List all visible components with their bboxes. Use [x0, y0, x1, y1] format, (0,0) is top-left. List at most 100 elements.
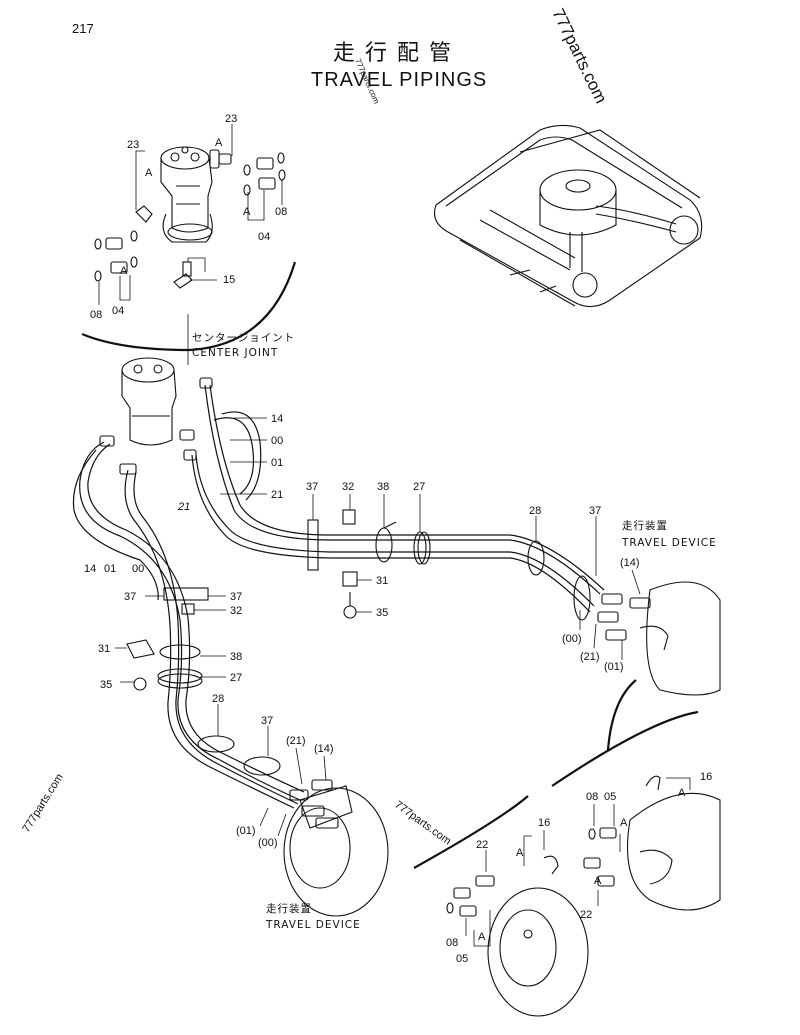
- detail-bracket-line: [81, 261, 297, 352]
- watermark-bottom-center: 777parts.com: [392, 799, 453, 848]
- bolt-35-top: [343, 592, 357, 619]
- callout-main-37-left-b: 37: [230, 591, 242, 603]
- callout-detail-04-right: 04: [258, 231, 270, 243]
- callout-main-35-left: 35: [100, 679, 112, 691]
- undercarriage-overview: [433, 124, 703, 308]
- callout-detail-04-left: 04: [112, 305, 124, 317]
- callout-detail-a-bottom: A: [120, 265, 128, 277]
- callout-main-14-top: 14: [271, 413, 283, 425]
- callout-main-37-left-a: 37: [124, 591, 136, 603]
- callout-main-38-left: 38: [230, 651, 242, 663]
- callout-right-01: (01): [604, 661, 624, 673]
- callout-detail-a-left: A: [145, 167, 153, 179]
- callout-main-28-right: 28: [529, 505, 541, 517]
- plate-31-left: [126, 639, 155, 659]
- callout-main-37-top: 37: [306, 481, 318, 493]
- callout-main-31-top: 31: [376, 575, 388, 587]
- callout-inset-bottom-a: A: [516, 847, 524, 859]
- clamp-28-left: [197, 735, 235, 753]
- main-piping-assembly: 14 00 01 21 21 14 01 00 37 32 38 27 31 3…: [72, 357, 721, 917]
- adapter-04-right: [243, 152, 286, 196]
- page-title-en: TRAVEL PIPINGS: [311, 69, 487, 91]
- callout-inset-bottom-a-low: A: [478, 931, 486, 943]
- page-title-jp: 走行配管: [333, 41, 461, 66]
- travel-device-bottom-caption-jp: 走行装置: [266, 902, 312, 915]
- callout-main-27-left: 27: [230, 672, 242, 684]
- callout-detail-23-left: 23: [127, 139, 139, 151]
- callout-inset-right-16: 16: [700, 771, 712, 783]
- callout-main-27-top: 27: [413, 481, 425, 493]
- center-joint-caption-jp: センタージョイント: [192, 332, 295, 344]
- clamp-37-bottom: [243, 756, 281, 776]
- clamp-38-left: [159, 644, 201, 660]
- center-joint-detail: 23 23 A A 08 04 A 15 08 04 A: [81, 113, 297, 352]
- bolt-35-left: [133, 677, 147, 691]
- callout-inset-bottom-22: 22: [476, 839, 488, 851]
- inset-bottom-bracket: [413, 795, 529, 869]
- callout-bottom-00: (00): [258, 837, 278, 849]
- watermark-left: 777parts.com: [20, 772, 65, 835]
- callout-inset-right-22: 22: [580, 909, 592, 921]
- clamp-27-left: [157, 668, 203, 689]
- travel-device-bottom-caption-en: TRAVEL DEVICE: [265, 919, 361, 931]
- callout-detail-08-right: 08: [275, 206, 287, 218]
- callout-detail-a-top: A: [215, 137, 223, 149]
- callout-detail-23-top: 23: [225, 113, 237, 125]
- callout-main-14-left: 14: [84, 563, 96, 575]
- callout-main-35-top: 35: [376, 607, 388, 619]
- clamp-37-left: [163, 587, 209, 601]
- callout-main-28-left: 28: [212, 693, 224, 705]
- inset-right-detail: 16 A 08 05 A A 22: [551, 679, 721, 921]
- clamp-37-right: [573, 575, 591, 621]
- callout-bottom-21: (21): [286, 735, 306, 747]
- callout-detail-15: 15: [223, 274, 235, 286]
- travel-device-bottom: [283, 779, 389, 917]
- watermark-top-right: 777parts.com: [548, 5, 610, 106]
- callout-inset-bottom-16: 16: [538, 817, 550, 829]
- fitting-23-left: [135, 205, 153, 223]
- travel-device-right-caption-en: TRAVEL DEVICE: [621, 537, 717, 549]
- callout-main-31-left: 31: [98, 643, 110, 655]
- nut-32-left: [181, 603, 195, 615]
- callout-bottom-14: (14): [314, 743, 334, 755]
- callout-main-00-top: 00: [271, 435, 283, 447]
- plate-31-top: [342, 571, 358, 587]
- callout-right-21: (21): [580, 651, 600, 663]
- travel-device-right-caption-jp: 走行装置: [622, 519, 668, 532]
- callout-main-32-left: 32: [230, 605, 242, 617]
- callout-right-00: (00): [562, 633, 582, 645]
- callout-detail-a-right: A: [243, 206, 251, 218]
- adapter-04-left: [94, 230, 138, 282]
- callout-inset-right-a-mid: A: [620, 817, 628, 829]
- center-joint-caption-en: CENTER JOINT: [192, 347, 278, 359]
- center-joint-body: [160, 146, 213, 243]
- clamp-37-top: [307, 519, 319, 571]
- clamp-27-main: [413, 531, 431, 565]
- travel-device-right: [597, 581, 721, 696]
- callout-main-01-top: 01: [271, 457, 283, 469]
- callout-main-37-bottom: 37: [261, 715, 273, 727]
- callout-inset-bottom-05: 05: [456, 953, 468, 965]
- callout-main-38-top: 38: [377, 481, 389, 493]
- callout-inset-right-a-low: A: [594, 875, 602, 887]
- callout-detail-08-left: 08: [90, 309, 102, 321]
- inset-bottom-detail: 16 A 22 08 A 05: [413, 795, 589, 1017]
- nut-32-top: [342, 509, 356, 525]
- callout-main-21-left: 21: [177, 501, 190, 513]
- inset-right-link: [606, 679, 637, 751]
- callout-main-32-top: 32: [342, 481, 354, 493]
- callout-main-01-left: 01: [104, 563, 116, 575]
- callout-inset-right-a-top: A: [678, 787, 686, 799]
- callout-main-21-top: 21: [271, 489, 283, 501]
- clamp-38-main: [375, 521, 397, 563]
- callout-inset-bottom-08: 08: [446, 937, 458, 949]
- callout-inset-right-08: 08: [586, 791, 598, 803]
- center-joint-main: [99, 357, 213, 475]
- elbow-15: [173, 261, 193, 289]
- inset-right-bracket: [551, 710, 699, 787]
- callout-bottom-01: (01): [236, 825, 256, 837]
- callout-right-14: (14): [620, 557, 640, 569]
- callout-main-00-left: 00: [132, 563, 144, 575]
- fitting-23-top: [209, 149, 232, 169]
